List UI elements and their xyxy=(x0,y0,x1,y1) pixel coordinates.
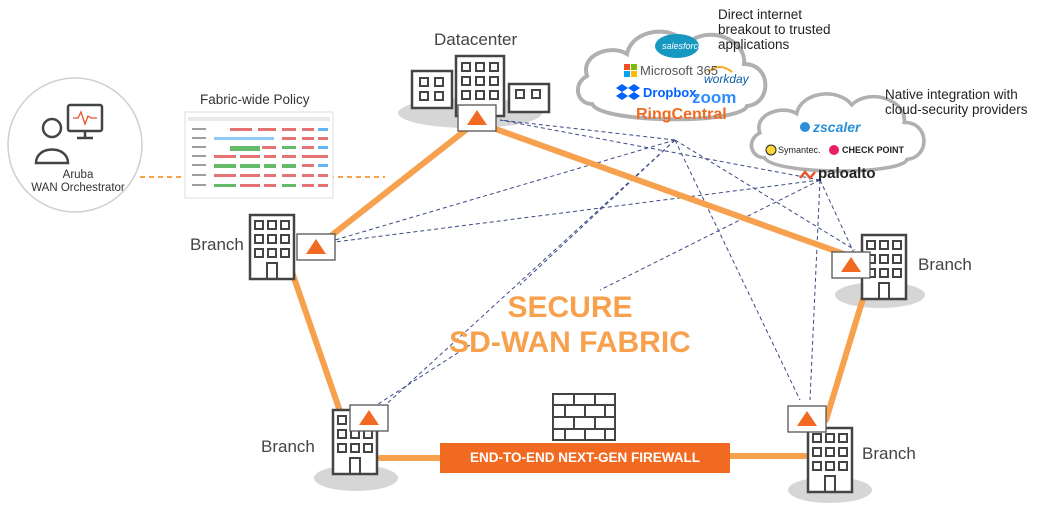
checkpoint-logo-mark xyxy=(829,145,839,155)
policy-title: Fabric-wide Policy xyxy=(200,92,310,107)
branch-bottom-right-label: Branch xyxy=(862,444,916,463)
fabric-title: SECURE SD-WAN FABRIC xyxy=(420,290,720,360)
dropbox-logo-mark xyxy=(616,84,640,100)
symantec-logo: Symantec. xyxy=(778,145,821,155)
brick-firewall-icon xyxy=(552,393,616,441)
ringcentral-logo: RingCentral xyxy=(636,106,727,123)
datacenter-label: Datacenter xyxy=(434,30,518,49)
paloalto-logo-mark xyxy=(799,170,816,180)
workday-logo-mark xyxy=(707,66,733,73)
branch-top-left-building xyxy=(248,213,336,281)
datacenter-building xyxy=(410,54,551,132)
workday-logo: workday xyxy=(704,72,749,86)
edgeconnect-appliance-icon xyxy=(296,233,336,261)
building-icon xyxy=(806,426,854,494)
fabric-title-line1: SECURE xyxy=(507,291,633,324)
microsoft-logo-mark xyxy=(624,64,637,77)
orchestrator-label-line1: Aruba xyxy=(62,169,94,181)
orchestrator-label: Aruba WAN Orchestrator xyxy=(8,169,148,195)
checkpoint-logo: CHECK POINT xyxy=(842,145,905,155)
policy-table xyxy=(184,111,334,199)
microsoft-365-logo: Microsoft 365 xyxy=(640,63,719,78)
zscaler-logo-mark xyxy=(800,122,810,132)
zoom-logo: zoom xyxy=(692,88,737,107)
edgeconnect-appliance-icon xyxy=(831,251,871,279)
orchestrator-label-line2: WAN Orchestrator xyxy=(31,182,125,194)
symantec-logo-mark xyxy=(765,144,777,156)
branch-right-label: Branch xyxy=(918,255,972,274)
firewall-banner: END-TO-END NEXT-GEN FIREWALL xyxy=(440,443,730,473)
security-note: Native integration with cloud-security p… xyxy=(885,87,1028,117)
orchestrator-node xyxy=(7,77,143,213)
building-icon xyxy=(248,213,296,281)
salesforce-logo-mark xyxy=(655,34,699,58)
edgeconnect-appliance-icon xyxy=(787,405,827,433)
dropbox-logo: Dropbox xyxy=(643,85,697,100)
zscaler-logo: zscaler xyxy=(813,119,861,135)
edgeconnect-appliance-icon xyxy=(349,404,389,432)
branch-top-left-label: Branch xyxy=(190,235,244,254)
admin-monitor-icon xyxy=(34,103,104,165)
salesforce-logo: salesforce xyxy=(662,41,704,51)
fabric-title-line2: SD-WAN FABRIC xyxy=(449,326,691,359)
branch-bottom-right-building xyxy=(787,405,854,494)
paloalto-logo: paloalto xyxy=(818,165,876,182)
edgeconnect-appliance-icon xyxy=(457,104,497,132)
saas-note: Direct internet breakout to trusted appl… xyxy=(718,7,831,52)
branch-bottom-left-label: Branch xyxy=(261,437,315,456)
branch-bottom-left-building xyxy=(331,404,389,476)
